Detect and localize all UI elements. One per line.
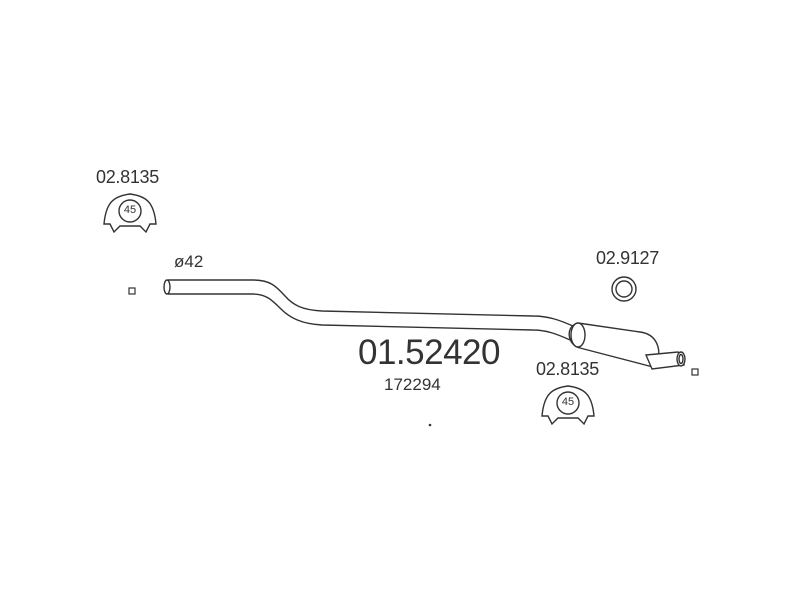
clamp-top-left-size: 45 bbox=[123, 204, 137, 216]
gasket-ring bbox=[611, 276, 637, 302]
pipe-diameter-label: ø42 bbox=[174, 252, 204, 271]
main-part-number: 01.52420 bbox=[358, 333, 500, 372]
right-end-marker bbox=[691, 368, 699, 376]
muffler bbox=[568, 322, 686, 370]
clamp-bottom-right-size: 45 bbox=[561, 396, 575, 408]
clamp-top-left-part-number: 02.8135 bbox=[96, 167, 159, 187]
clamp-bottom-right-part-number: 02.8135 bbox=[536, 359, 599, 379]
gasket-part-number: 02.9127 bbox=[596, 248, 659, 268]
dot-marker bbox=[428, 423, 432, 427]
clamp-top-left bbox=[103, 193, 157, 234]
exhaust-pipe bbox=[163, 279, 576, 341]
clamp-bottom-right bbox=[541, 385, 595, 426]
secondary-number: 172294 bbox=[384, 375, 441, 394]
left-end-marker bbox=[128, 287, 136, 295]
